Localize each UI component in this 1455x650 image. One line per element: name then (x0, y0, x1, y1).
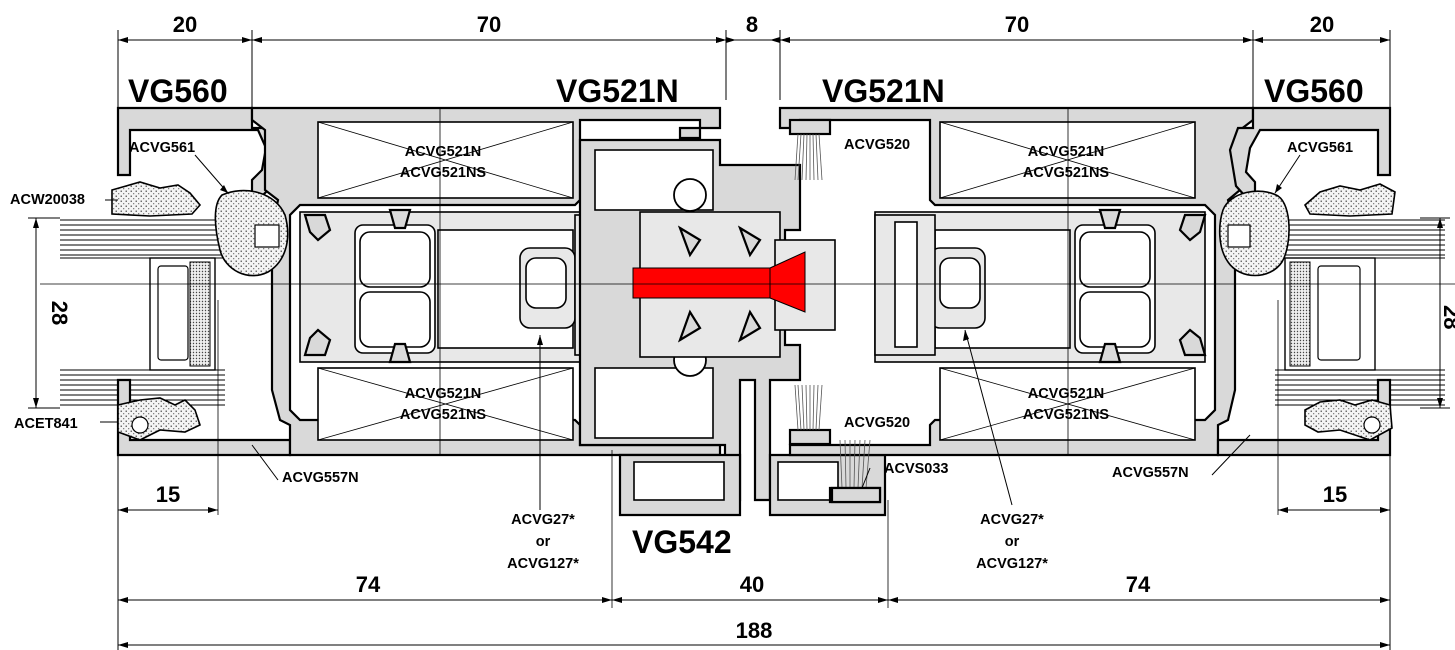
top-dimension-lines (117, 30, 1391, 108)
label-corner-right-3: ACVG127* (976, 556, 1048, 572)
label-acvs033: ACVS033 (884, 461, 948, 477)
glass-thickness-dimension-right (1420, 217, 1450, 409)
bottom-dimension-lines (117, 455, 1391, 650)
profile-right-sash: VG521N (822, 73, 945, 109)
label-acvg557n-right: ACVG557N (1112, 465, 1189, 481)
dim-top-3: 8 (746, 12, 758, 37)
dim-bottom-1: 74 (356, 572, 381, 597)
dim-top-1: 20 (173, 12, 197, 37)
glass-thickness-dimension-left (28, 217, 60, 409)
right-glass-pane (1275, 219, 1445, 406)
left-glass-pane (60, 219, 225, 406)
center-mullion-profile (578, 138, 887, 517)
dim-bottom-3: 74 (1126, 572, 1151, 597)
label-acw20038: ACW20038 (10, 192, 85, 208)
label-acvg521ns-bottom-left: ACVG521NS (400, 407, 487, 423)
profile-left-sash: VG521N (556, 73, 679, 109)
label-acvg557n-left: ACVG557N (282, 470, 359, 486)
dim-glass-left: 28 (47, 301, 72, 325)
leader-lines (100, 154, 1301, 510)
profile-right-bead: VG560 (1264, 73, 1364, 109)
label-corner-left-2: or (536, 534, 551, 550)
label-corner-left-3: ACVG127* (507, 556, 579, 572)
label-acvg561-right: ACVG561 (1287, 140, 1353, 156)
label-acvg520-bottom: ACVG520 (844, 415, 910, 431)
label-acvg520-top: ACVG520 (844, 137, 910, 153)
label-acvg521n-bottom-left: ACVG521N (405, 386, 482, 402)
dim-top-2: 70 (477, 12, 501, 37)
dim-overall: 188 (736, 618, 773, 643)
dim-top-4: 70 (1005, 12, 1029, 37)
dim-edge-right: 15 (1323, 482, 1347, 507)
label-acvg521n-top-right: ACVG521N (1028, 144, 1105, 160)
brush-seals (794, 133, 871, 489)
dim-edge-left: 15 (156, 482, 180, 507)
label-corner-right-1: ACVG27* (980, 512, 1044, 528)
label-acvg521n-top-left: ACVG521N (405, 144, 482, 160)
label-acvg561-left: ACVG561 (129, 140, 195, 156)
right-sash-profile (778, 106, 1255, 457)
dim-glass-right: 28 (1439, 305, 1455, 329)
dim-top-5: 20 (1310, 12, 1334, 37)
screw-fastener (632, 251, 806, 313)
profile-center-mullion: VG542 (632, 524, 732, 560)
gaskets (111, 181, 1396, 504)
label-acvg521ns-top-right: ACVG521NS (1023, 165, 1110, 181)
right-bead-profile (1216, 106, 1392, 457)
label-acvg521ns-bottom-right: ACVG521NS (1023, 407, 1110, 423)
label-corner-right-2: or (1005, 534, 1020, 550)
label-acvg521ns-top-left: ACVG521NS (400, 165, 487, 181)
label-acvg521n-bottom-right: ACVG521N (1028, 386, 1105, 402)
label-acet841: ACET841 (14, 416, 78, 432)
dim-bottom-2: 40 (740, 572, 764, 597)
profile-left-bead: VG560 (128, 73, 228, 109)
label-corner-left-1: ACVG27* (511, 512, 575, 528)
